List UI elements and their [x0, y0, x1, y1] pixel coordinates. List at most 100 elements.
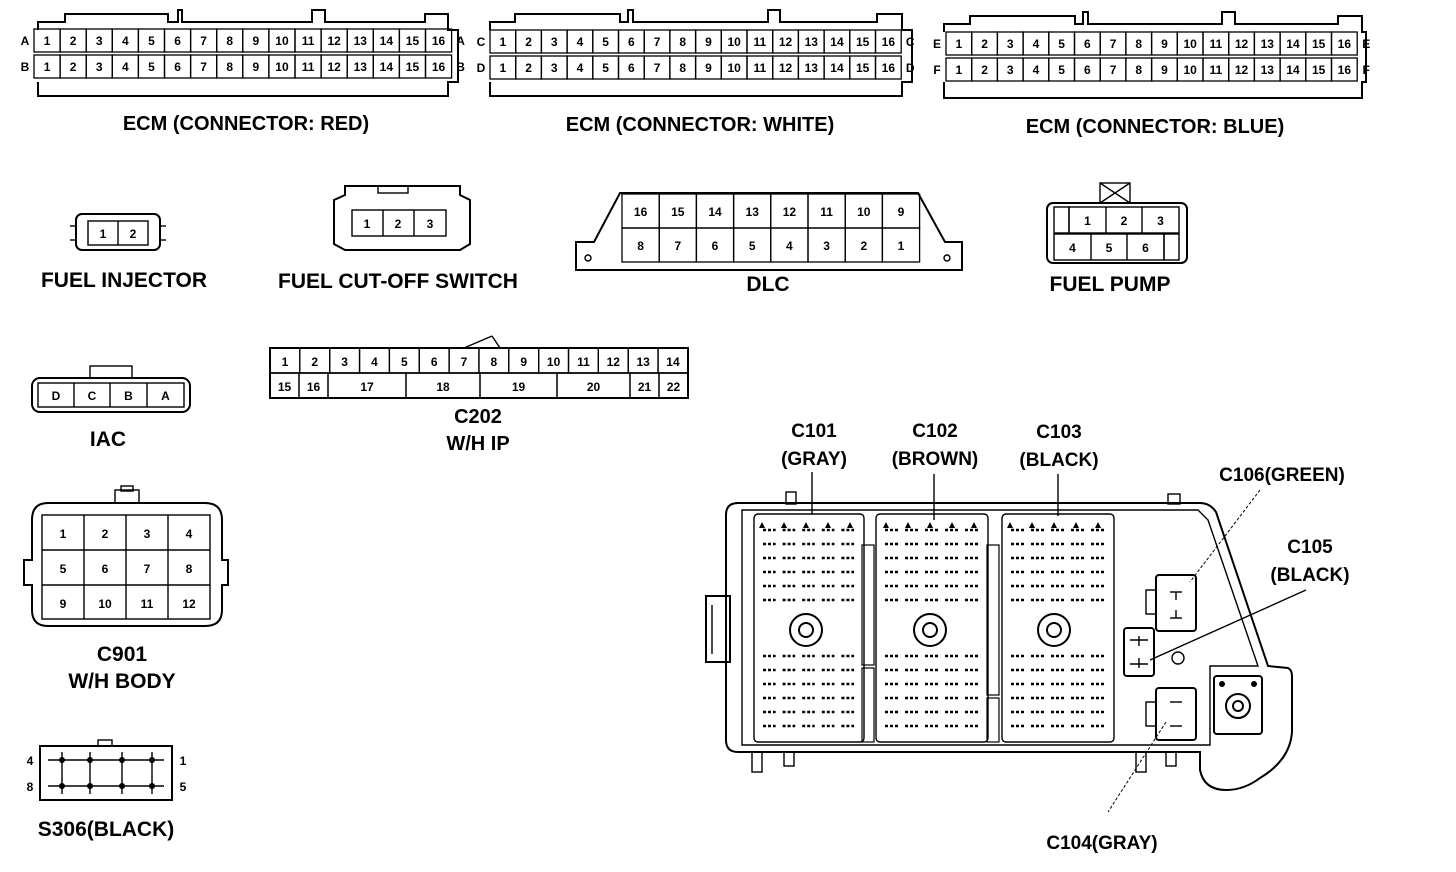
- terminal-marker: [883, 522, 889, 528]
- c104-connector: [1155, 687, 1197, 741]
- c901-pin-label: 3: [144, 527, 151, 541]
- ecm_red-pin-label: 13: [354, 60, 368, 74]
- c202-pin-label: 11: [577, 355, 590, 369]
- c202-pin-label: 21: [638, 380, 652, 394]
- s306-pin-5-label: 5: [180, 780, 187, 794]
- ecm_white-pin-label: 15: [856, 35, 870, 49]
- ecm_red-pin-label: 4: [122, 60, 129, 74]
- ecm_white-pin-label: 8: [679, 35, 686, 49]
- dlc-pin-label: 8: [637, 239, 644, 253]
- ecm_white-pin-label: 9: [705, 35, 712, 49]
- terminal-marker: [847, 522, 853, 528]
- ecm_white-row-label: C: [477, 35, 486, 49]
- dlc-pin-label: 13: [746, 205, 760, 219]
- dlc-pin-label: 5: [749, 239, 756, 253]
- ecm-blue-title: ECM (CONNECTOR: BLUE): [1026, 116, 1285, 138]
- ecm_white-pin-label: 2: [525, 61, 532, 75]
- c202-pin-label: 3: [341, 355, 348, 369]
- ecm_blue-pin-label: 1: [956, 63, 963, 77]
- c202-pin-label: 8: [491, 355, 498, 369]
- terminal-marker: [949, 522, 955, 528]
- c901-pin-label: 7: [144, 562, 151, 576]
- ecm_white-pin-label: 12: [779, 35, 793, 49]
- ecm_blue-pin-label: 4: [1033, 37, 1040, 51]
- ecm_blue-pin-label: 6: [1084, 37, 1091, 51]
- c901-pin-label: 10: [98, 597, 112, 611]
- ecm_red-pin-label: 8: [226, 60, 233, 74]
- ecm_red-pin-label: 6: [174, 34, 181, 48]
- dlc-pin-label: 14: [708, 205, 722, 219]
- ecm_blue-pin-label: 1: [956, 37, 963, 51]
- iac-pin-label: B: [124, 389, 133, 403]
- dlc-pin-label: 16: [634, 205, 648, 219]
- ecm_blue-pin-label: 14: [1286, 63, 1300, 77]
- c901-pin-label: 1: [60, 527, 67, 541]
- ecm-white-connector: [489, 9, 913, 97]
- ecm_blue-pin-label: 12: [1235, 63, 1249, 77]
- ecm_blue-pin-label: 8: [1135, 63, 1142, 77]
- c101-color: (GRAY): [781, 449, 847, 470]
- c103-color: (BLACK): [1019, 450, 1098, 471]
- terminal-marker: [1029, 522, 1035, 528]
- ecm_white-pin-label: 2: [525, 35, 532, 49]
- fuel-pump-pin-label: 2: [1121, 214, 1128, 228]
- ecm_white-pin-label: 5: [602, 61, 609, 75]
- dlc-pin-label: 9: [898, 205, 905, 219]
- c202-pin-label: 7: [461, 355, 468, 369]
- fuel-pump-pin-label: 1: [1084, 214, 1091, 228]
- ecm_white-pin-label: 6: [628, 61, 635, 75]
- ecm_blue-pin-label: 5: [1058, 63, 1065, 77]
- c901-title: C901: [97, 643, 148, 666]
- ecm_red-pin-label: 10: [275, 34, 289, 48]
- ecm_blue-pin-label: 14: [1286, 37, 1300, 51]
- ecm_red-row-label: B: [456, 60, 465, 74]
- ecm_red-pin-label: 16: [432, 34, 446, 48]
- ecm_blue-pin-label: 11: [1210, 63, 1223, 77]
- ecm_red-cell: [424, 28, 453, 53]
- dlc-pin-label: 11: [820, 205, 833, 219]
- ecm_blue-row-label: E: [1362, 37, 1370, 51]
- dlc-cell: [881, 227, 921, 263]
- dlc-pin-label: 6: [712, 239, 719, 253]
- c104-title: C104(GRAY): [1046, 833, 1157, 854]
- fuel-pump-pin-label: 3: [1157, 214, 1164, 228]
- dlc-pin-label: 10: [857, 205, 871, 219]
- fuel-injector-connector: 1 2: [70, 213, 166, 251]
- c202-title: C202: [454, 406, 502, 428]
- c901-pin-label: 11: [141, 597, 154, 611]
- ecm_white-pin-label: 11: [754, 35, 767, 49]
- c202-pin-label: 10: [547, 355, 561, 369]
- ecm_white-pin-label: 9: [705, 61, 712, 75]
- ecm_red-pin-label: 1: [44, 60, 51, 74]
- c202-pin-label: 13: [636, 355, 650, 369]
- ecm-red-connector: [37, 9, 459, 97]
- fuel-pump-connector: [1046, 182, 1188, 264]
- ecm_blue-pin-label: 16: [1338, 37, 1352, 51]
- dlc-pin-label: 7: [674, 239, 681, 253]
- terminal-marker: [1073, 522, 1079, 528]
- ecm-blue-connector: [943, 11, 1367, 99]
- ecm_white-pin-label: 3: [551, 35, 558, 49]
- terminal-marker: [927, 522, 933, 528]
- c105-title: C105: [1287, 537, 1333, 558]
- c103-title: C103: [1036, 422, 1081, 443]
- ecm_blue-cell: [1330, 57, 1358, 82]
- ecm_blue-pin-label: 15: [1312, 37, 1326, 51]
- c202-pin-label: 12: [607, 355, 621, 369]
- c901-connector: [23, 485, 229, 627]
- ecm_blue-pin-label: 15: [1312, 63, 1326, 77]
- ecm_white-cell: [874, 55, 902, 80]
- ecm_blue-pin-label: 7: [1110, 63, 1117, 77]
- c106-title: C106(GREEN): [1219, 465, 1345, 486]
- ecm_white-pin-label: 16: [882, 35, 896, 49]
- s306-title: S306(BLACK): [38, 818, 175, 841]
- c101-block: [753, 513, 865, 743]
- ecm_white-pin-label: 15: [856, 61, 870, 75]
- s306-pin-1-label: 1: [180, 754, 187, 768]
- fuel-cutoff-switch-connector: 1 2 3: [333, 185, 471, 251]
- ecm_blue-pin-label: 5: [1058, 37, 1065, 51]
- ecm_white-pin-label: 1: [500, 35, 507, 49]
- c202-pin-label: 14: [666, 355, 680, 369]
